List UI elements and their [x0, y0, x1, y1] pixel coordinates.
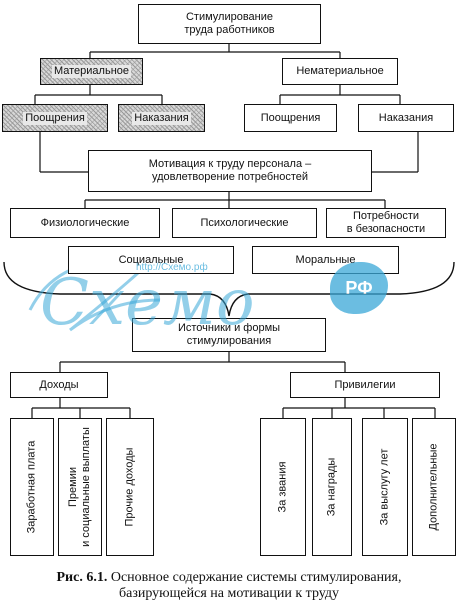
material-punishments-box: Наказания: [118, 104, 205, 132]
nonmaterial-rewards-box: Поощрения: [244, 104, 337, 132]
awards-box: За награды: [312, 418, 352, 556]
social-needs-box: Социальные: [68, 246, 234, 274]
curly-brace: [3, 261, 455, 317]
material-rewards-box: Поощрения: [2, 104, 108, 132]
privileges-box: Привилегии: [290, 372, 440, 398]
physiological-needs-box: Физиологические: [10, 208, 160, 238]
sources-box: Источники и формы стимулирования: [132, 318, 326, 352]
material-box: Материальное: [40, 58, 143, 85]
salary-box: Заработная плата: [10, 418, 54, 556]
additional-box: Дополнительные: [412, 418, 456, 556]
bonuses-label: Премии и социальные выплаты: [67, 427, 92, 547]
seniority-label: За выслугу лет: [378, 448, 391, 526]
stimulation-box: Стимулирование труда работников: [138, 4, 321, 44]
moral-needs-box: Моральные: [252, 246, 399, 274]
figure-caption: Рис. 6.1. Основное содержание системы ст…: [0, 570, 458, 602]
motivation-box: Мотивация к труду персонала – удовлетвор…: [88, 150, 372, 192]
caption-label: Рис. 6.1.: [56, 570, 108, 585]
other-income-box: Прочие доходы: [106, 418, 154, 556]
bonuses-box: Премии и социальные выплаты: [58, 418, 102, 556]
nonmaterial-box: Нематериальное: [282, 58, 398, 85]
psychological-needs-box: Психологические: [172, 208, 317, 238]
awards-label: За награды: [325, 457, 338, 517]
material-punishments-label: Наказания: [132, 111, 191, 125]
caption-text: Основное содержание системы стимулирован…: [110, 570, 402, 601]
salary-label: Заработная плата: [25, 440, 38, 534]
material-label: Материальное: [51, 65, 132, 78]
titles-label: За звания: [276, 461, 289, 513]
material-rewards-label: Поощрения: [23, 111, 87, 125]
titles-box: За звания: [260, 418, 306, 556]
other-income-label: Прочие доходы: [123, 447, 136, 527]
income-box: Доходы: [10, 372, 108, 398]
safety-needs-box: Потребности в безопасности: [326, 208, 446, 238]
seniority-box: За выслугу лет: [362, 418, 408, 556]
additional-label: Дополнительные: [427, 443, 440, 531]
nonmaterial-punishments-box: Наказания: [358, 104, 454, 132]
